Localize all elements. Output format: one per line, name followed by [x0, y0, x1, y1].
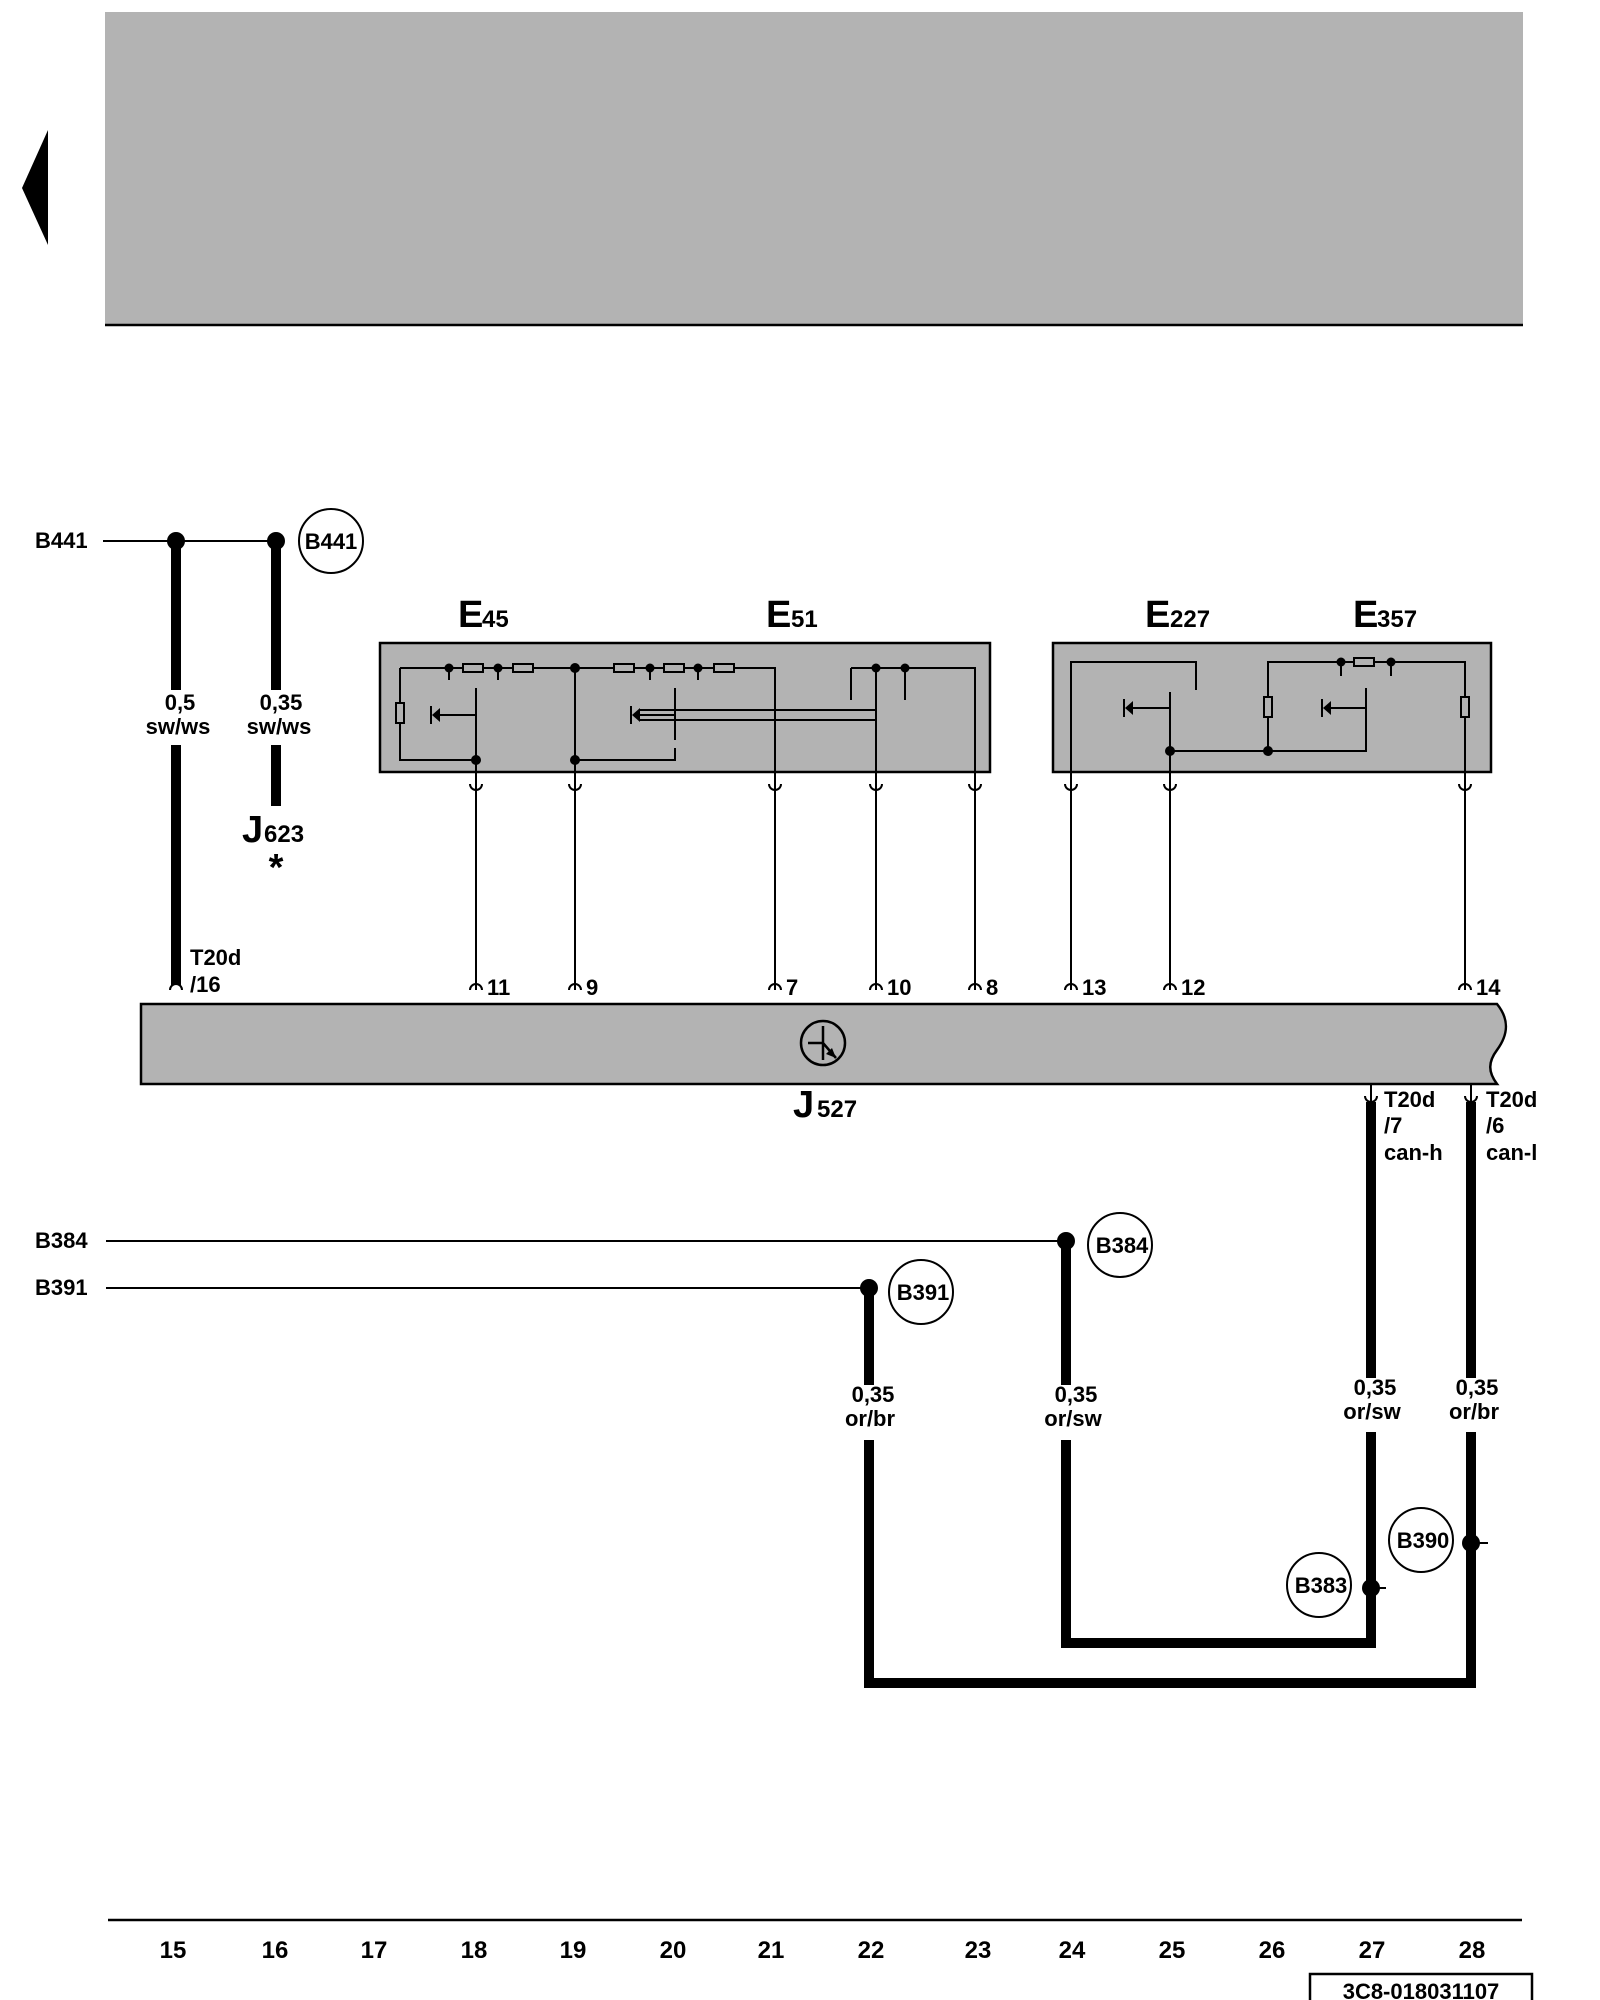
component-j623: J 623 * [242, 809, 304, 889]
svg-text:51: 51 [791, 606, 818, 633]
footer-column-numbers: 15 16 17 18 19 20 21 22 23 24 25 26 27 2… [160, 1937, 1486, 1964]
wire-col22 [864, 1288, 1473, 1688]
column-number: 16 [262, 1937, 289, 1964]
connector-b441-label: B441 [35, 528, 88, 553]
svg-text:527: 527 [817, 1096, 857, 1123]
wire-col27-size: 0,35 [1354, 1375, 1397, 1400]
column-number: 22 [858, 1937, 885, 1964]
column-number: 18 [461, 1937, 488, 1964]
module-wires [169, 772, 1472, 991]
wire-col15-size: 0,5 [165, 690, 196, 715]
pin-t20d-16-conn: T20d [190, 945, 241, 970]
pin-10: 10 [887, 975, 911, 1000]
connector-b391-label: B391 [35, 1275, 88, 1300]
wire-col28-size: 0,35 [1456, 1375, 1499, 1400]
component-e45-label: E [458, 594, 483, 636]
column-number: 25 [1159, 1937, 1186, 1964]
pin-t20d-6-conn: T20d [1486, 1087, 1537, 1112]
pin-t20d-7-signal: can-h [1384, 1140, 1443, 1165]
column-number: 27 [1359, 1937, 1386, 1964]
wire-col28-color: or/br [1449, 1399, 1500, 1424]
wire-col22-size: 0,35 [852, 1382, 895, 1407]
svg-text:623: 623 [264, 821, 304, 848]
pin-12: 12 [1181, 975, 1205, 1000]
wire-col24-color: or/sw [1044, 1406, 1102, 1431]
pin-14: 14 [1476, 975, 1501, 1000]
column-number: 24 [1059, 1937, 1086, 1964]
connector-b390-circle: B390 [1388, 1507, 1454, 1573]
column-number: 17 [361, 1937, 388, 1964]
pin-13: 13 [1082, 975, 1106, 1000]
svg-text:B384: B384 [1096, 1233, 1149, 1258]
wire-col22-color: or/br [845, 1406, 896, 1431]
header-banner [105, 12, 1523, 324]
component-e51-label: E [766, 594, 791, 636]
svg-text:45: 45 [482, 606, 509, 633]
doc-number-box [1308, 1972, 1534, 2000]
connector-b384-circle: B384 [1087, 1212, 1153, 1278]
wire-col24-size: 0,35 [1055, 1382, 1098, 1407]
column-number: 21 [758, 1937, 785, 1964]
wire-col15-color: sw/ws [146, 714, 211, 739]
wire-col16-color: sw/ws [247, 714, 312, 739]
steering-column-icon [799, 1019, 847, 1067]
component-e227-label: E [1145, 594, 1170, 636]
wire-col16-size: 0,35 [260, 690, 303, 715]
connector-b384-label: B384 [35, 1228, 88, 1253]
pin-8: 8 [986, 975, 998, 1000]
connector-b391-circle: B391 [888, 1259, 954, 1325]
connector-b383-circle: B383 [1286, 1552, 1352, 1618]
column-number: 20 [660, 1937, 687, 1964]
column-number: 28 [1459, 1937, 1486, 1964]
svg-text:J: J [242, 809, 263, 851]
column-number: 19 [560, 1937, 587, 1964]
column-number: 15 [160, 1937, 187, 1964]
svg-text:B390: B390 [1397, 1528, 1450, 1553]
component-e357-label: E [1353, 594, 1378, 636]
column-number: 26 [1259, 1937, 1286, 1964]
pin-t20d-7-num: /7 [1384, 1113, 1402, 1138]
doc-number: 3C8-018031107 [1343, 1979, 1500, 2000]
pin-t20d-16-num: /16 [190, 972, 221, 997]
svg-text:B391: B391 [897, 1280, 950, 1305]
svg-text:B383: B383 [1295, 1573, 1348, 1598]
switch-module-e45-e51 [378, 641, 992, 774]
switch-circuit-e227-e357 [1070, 657, 1470, 772]
svg-text:*: * [269, 847, 284, 889]
pin-9: 9 [586, 975, 598, 1000]
component-j527-label: J [793, 1084, 814, 1126]
switch-circuit-e45-e51 [395, 663, 976, 772]
wire-col24 [1061, 1241, 1371, 1648]
pin-t20d-6-num: /6 [1486, 1113, 1504, 1138]
wire-col27-color: or/sw [1343, 1399, 1401, 1424]
pin-7: 7 [786, 975, 798, 1000]
pin-t20d-6-signal: can-l [1486, 1140, 1537, 1165]
connector-b441-circle: B441 [298, 508, 364, 574]
svg-text:357: 357 [1377, 606, 1417, 633]
svg-text:227: 227 [1170, 606, 1210, 633]
pin-t20d-7-conn: T20d [1384, 1087, 1435, 1112]
column-number: 23 [965, 1937, 992, 1964]
left-triangle-icon[interactable] [22, 130, 48, 245]
pin-11: 11 [487, 975, 510, 1000]
svg-text:B441: B441 [305, 529, 358, 554]
